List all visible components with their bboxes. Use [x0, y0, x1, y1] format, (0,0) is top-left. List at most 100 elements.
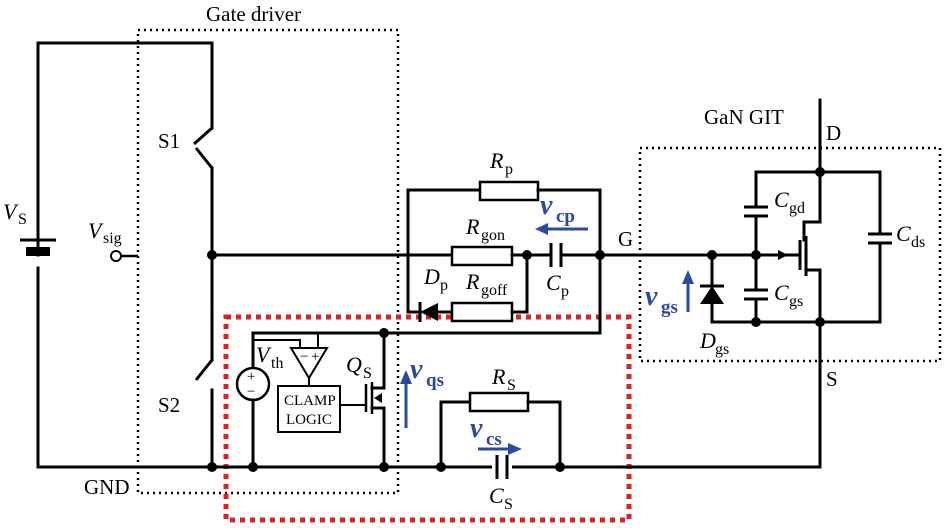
clamp-top-wire [382, 253, 602, 335]
clamp-logic-box [277, 385, 341, 433]
rgoff-resistor [450, 301, 514, 323]
cgd-top-wire [754, 170, 822, 207]
comparator-minus-wire [253, 339, 301, 348]
rp-right-wire [536, 188, 602, 257]
clamp-region-box [223, 314, 632, 523]
rgoff-right-wire [510, 253, 529, 314]
s1-contact [194, 147, 214, 169]
rgoff-label-sub: goff [481, 282, 508, 299]
node-midpoint [207, 250, 217, 260]
gan-git-title: GaN GIT [704, 105, 784, 129]
vsig-label-sub: sig [103, 230, 122, 247]
cs-label: C [489, 483, 504, 508]
rp-label: R [489, 148, 504, 173]
vgs-label-sub: gs [661, 297, 678, 318]
source-rail [710, 302, 822, 324]
node-gnd-5 [555, 462, 565, 472]
rs-label-sub: S [507, 377, 516, 394]
dp-label: D [423, 264, 440, 289]
cgd-label: C [774, 187, 789, 212]
cds-label-sub: ds [911, 234, 925, 251]
dp-diode-triangle [420, 303, 438, 321]
cp-label-sub: p [561, 283, 569, 300]
ground-rail [36, 266, 822, 469]
vcs-arrow-head [508, 443, 522, 455]
rgon-label-sub: gon [481, 227, 505, 244]
gnd-label: GND [84, 475, 130, 499]
cds-bottom-wire [818, 243, 882, 324]
vs-top-wire [36, 41, 214, 257]
drain-channel [802, 170, 822, 242]
source-channel [804, 268, 822, 324]
gate-driver-title: Gate driver [206, 2, 301, 26]
vcs-label-sub: cs [486, 429, 502, 450]
gate-arrow [778, 250, 788, 260]
cds-label: C [896, 221, 911, 246]
cgs-label: C [774, 280, 789, 305]
vqs-label: v [410, 354, 423, 385]
cds-top-wire [818, 170, 882, 234]
gate-driver-box [136, 28, 400, 495]
vcp-label: v [540, 190, 553, 221]
vth-label: V [256, 342, 272, 367]
cgd-label-sub: gd [789, 200, 805, 217]
cgs-label-sub: gs [789, 293, 803, 310]
comparator-minus: − [300, 349, 308, 365]
qs-label-sub: S [363, 365, 372, 382]
vth-label-sub: th [271, 355, 283, 372]
rgon-resistor [450, 245, 514, 267]
dp-label-sub: p [440, 277, 448, 294]
s1-blade [193, 126, 213, 146]
node-gnd-1 [207, 462, 217, 472]
qs-label: Q [346, 352, 362, 377]
s2-label: S2 [158, 393, 180, 417]
cp-label: C [546, 270, 561, 295]
vs-label-sub: S [18, 211, 27, 228]
node-gnd-3 [379, 462, 389, 472]
vgs-label: v [645, 281, 658, 312]
g-label: G [618, 227, 633, 251]
cs-gap [492, 454, 512, 480]
dgs-label-sub: gs [715, 341, 729, 358]
rgon-label: R [465, 214, 480, 239]
clamp-logic-line1: CLAMP [284, 393, 336, 409]
rs-right-wire [526, 400, 562, 469]
node-gnd-2 [248, 462, 258, 472]
vs-plate-short [26, 247, 50, 256]
vcp-label-sub: cp [556, 206, 575, 227]
vgs-arrow-head [682, 270, 694, 284]
node-cgs-bottom [751, 317, 761, 327]
comparator-plus: + [311, 349, 319, 365]
dgs-diode-triangle [700, 286, 724, 304]
vth-plus: + [247, 369, 255, 385]
vsig-label: V [88, 218, 104, 243]
dgs-label: D [699, 328, 716, 353]
qs-drain-wire [370, 331, 386, 390]
rgoff-label: R [465, 269, 480, 294]
node-gnd-4 [436, 462, 446, 472]
clamp-logic-line2: LOGIC [286, 412, 332, 428]
vqs-label-sub: qs [426, 370, 444, 391]
qs-source-wire [370, 406, 386, 469]
dp-left-wire [406, 253, 420, 314]
drain-label: D [826, 121, 841, 145]
vcp-arrow-head [535, 223, 548, 235]
vsig-terminal [110, 250, 122, 262]
rs-label: R [491, 364, 506, 389]
vcs-label: v [470, 413, 483, 444]
qs-arrow [374, 393, 382, 403]
cs-label-sub: S [504, 496, 513, 513]
vqs-arrow-head [400, 370, 412, 384]
rs-resistor [468, 391, 530, 413]
rp-resistor [478, 180, 540, 202]
rs-left-wire [439, 400, 472, 469]
s1-label: S1 [158, 129, 180, 153]
vth-minus: − [247, 384, 255, 400]
rp-label-sub: p [505, 161, 513, 178]
comparator [289, 347, 329, 380]
rp-left-wire [406, 188, 482, 257]
s2-blade [194, 359, 214, 381]
vs-label: V [3, 199, 19, 224]
